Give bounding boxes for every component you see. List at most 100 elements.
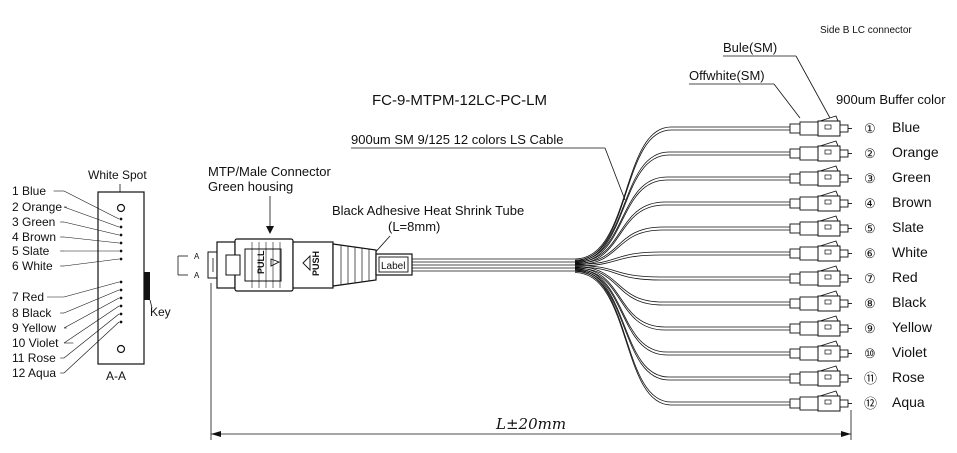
aa-fiber-label: 9 Yellow: [12, 321, 56, 335]
section-label: A-A: [106, 369, 126, 383]
aa-fiber-label: 1 Blue: [12, 184, 46, 198]
lc-connector: [789, 315, 852, 337]
aa-fiber-leader: [63, 321, 120, 374]
label-box: [378, 256, 409, 273]
mtp-label-line2: Green housing: [208, 179, 293, 194]
aa-fiber-label: 7 Red: [12, 290, 44, 304]
fiber-color-name: Blue: [892, 119, 920, 135]
fiber-number: ①: [864, 121, 876, 136]
bule-leader-diag: [795, 55, 831, 119]
fiber-number: ⑩: [864, 346, 876, 361]
fiber-number: ⑪: [864, 371, 877, 386]
white-spot-hole-top: [116, 203, 126, 213]
fiber-path: [574, 267, 790, 328]
aa-fiber-dot: [119, 217, 123, 221]
aa-fiber-dot: [119, 296, 123, 300]
cable-bundle: [412, 258, 575, 272]
offwhite-label: Offwhite(SM): [689, 68, 765, 83]
lc-connector: [789, 115, 852, 137]
aa-fiber-leader: [63, 297, 120, 329]
fiber-number: ⑤: [864, 221, 876, 236]
aa-fiber-dot: [119, 257, 123, 261]
aa-fiber-leader: [63, 221, 120, 236]
pull-arrow: [270, 258, 281, 267]
push-arrow: [302, 254, 311, 272]
key-label: Key: [150, 305, 171, 319]
aa-fiber-leader: [63, 281, 120, 298]
fiber-number: ②: [864, 146, 876, 161]
fiber-color-name: Slate: [892, 219, 924, 235]
cable-leader-diag: [604, 147, 626, 201]
side-b-label: Side B LC connector: [820, 25, 912, 36]
white-spot-hole-bottom: [116, 344, 126, 354]
fiber-number: ⑫: [864, 396, 877, 411]
aa-fiber-leader: [63, 190, 120, 220]
aa-fiber-label: 5 Slate: [12, 244, 50, 258]
aa-fiber-leader: [63, 236, 120, 244]
aa-fiber-label: 8 Black: [12, 306, 52, 320]
fiber-path: [574, 269, 790, 378]
fiber-number: ③: [864, 171, 876, 186]
aa-fiber-dot: [119, 225, 123, 229]
fiber-number: ⑧: [864, 296, 876, 311]
heat-shrink-label-line2: (L=8mm): [388, 219, 440, 234]
section-arrow-a-bottom: A: [194, 271, 200, 280]
fiber-path-outline: [574, 229, 790, 266]
cable-label: 900um SM 9/125 12 colors LS Cable: [351, 132, 563, 147]
aa-fiber-label: 2 Orange: [12, 200, 62, 214]
fiber-number: ⑦: [864, 271, 876, 286]
key-leader: [149, 299, 153, 309]
fiber-path: [574, 176, 790, 262]
fiber-color-name: Orange: [892, 144, 939, 160]
fiber-color-name: Aqua: [892, 394, 925, 410]
mtp-connector: PULL PUSH Label: [207, 238, 413, 292]
fiber-number: ⑨: [864, 321, 876, 336]
mtp-leader-arrow: [266, 226, 274, 234]
push-text: PUSH: [311, 251, 321, 276]
aa-ferrule-face: [97, 191, 145, 365]
fiber-color-name: Green: [892, 169, 931, 185]
fiber-color-name: Red: [892, 269, 918, 285]
aa-fiber-leader: [63, 258, 120, 267]
lc-connector: [789, 140, 852, 162]
lc-connector: [789, 290, 852, 312]
length-label: L±20mm: [495, 415, 566, 433]
aa-fiber-label: 10 Violet: [12, 336, 59, 350]
aa-fiber-leader: [63, 305, 120, 344]
buffer-color-header: 900um Buffer color: [836, 92, 946, 107]
aa-fiber-dot: [119, 312, 123, 316]
lc-connector: [789, 190, 852, 212]
mtp-label-line1: MTP/Male Connector: [208, 164, 331, 179]
white-spot-label: White Spot: [88, 168, 147, 182]
fiber-path: [574, 251, 790, 265]
aa-fiber-dot: [119, 233, 123, 237]
aa-fiber-label: 12 Aqua: [12, 366, 56, 380]
aa-fiber-dot: [119, 280, 123, 284]
aa-fiber-label: 4 Brown: [12, 230, 56, 244]
bule-label: Bule(SM): [723, 40, 777, 55]
lc-connector: [789, 165, 852, 187]
fiber-path: [574, 226, 790, 264]
aa-fiber-dot: [119, 288, 123, 292]
lc-connector: [789, 340, 852, 362]
fiber-color-name: Brown: [892, 194, 932, 210]
aa-fiber-label: 3 Green: [12, 215, 55, 229]
section-arrow-a-top: A: [194, 252, 200, 261]
fiber-path-outline: [574, 179, 790, 264]
label-box-text: Label: [381, 261, 405, 272]
fiber-path: [574, 265, 790, 278]
lc-connector: [789, 365, 852, 387]
aa-fiber-dot: [119, 320, 123, 324]
fiber-path: [574, 268, 790, 353]
fiber-path: [574, 126, 790, 260]
lc-connector: [789, 240, 852, 262]
part-number: FC-9-MTPM-12LC-PC-LM: [372, 92, 547, 109]
lc-connector: [789, 390, 852, 412]
fiber-fan-out: [574, 126, 790, 406]
lc-connector: [789, 265, 852, 287]
fiber-path: [574, 270, 790, 403]
fiber-path: [574, 151, 790, 261]
